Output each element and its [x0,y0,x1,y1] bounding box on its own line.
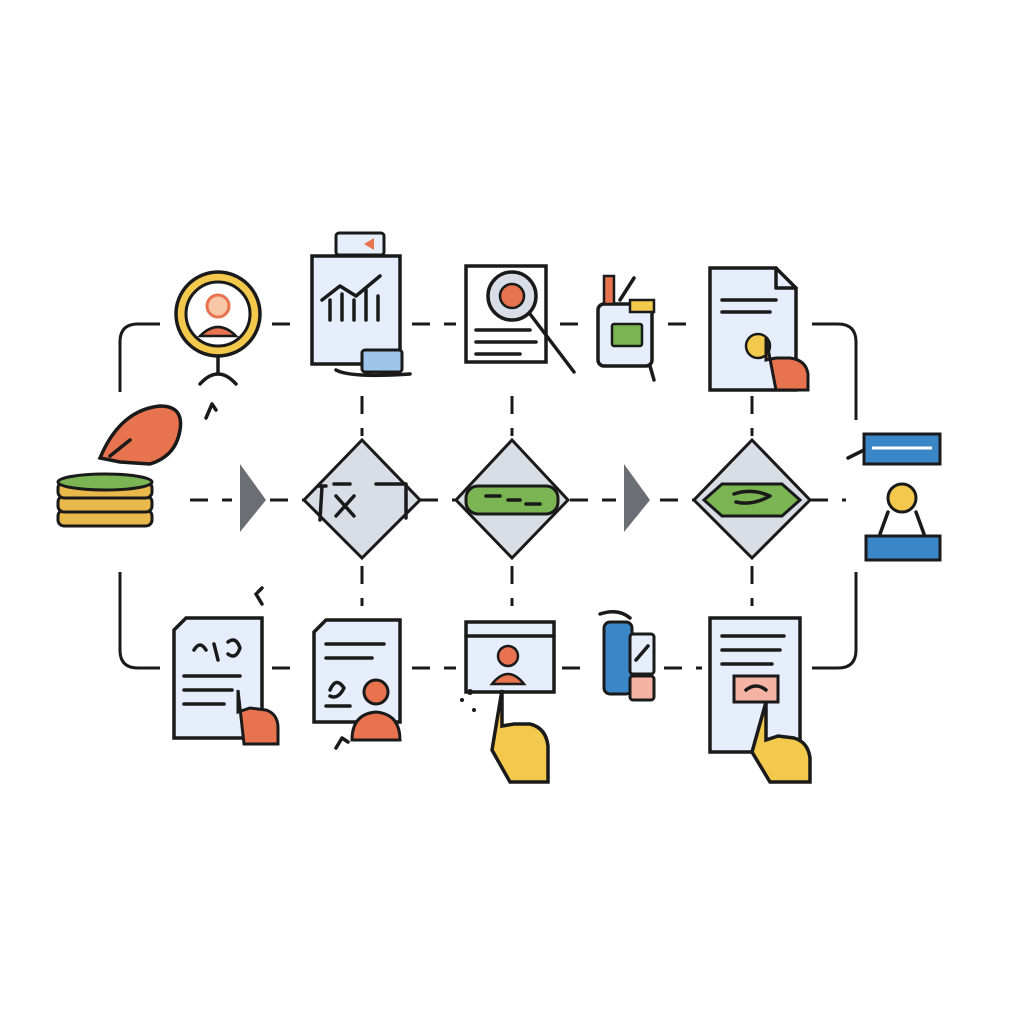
arrow-right-icon [240,464,266,532]
wallet-tools-icon [596,274,656,382]
screen-tap-icon [460,620,556,784]
arrow-right-icon [624,464,650,532]
connector-left-bottom [118,572,160,670]
profile-document-icon [312,618,402,750]
connectors [118,322,858,670]
connector-right-top [812,322,858,420]
connector-right-bottom [812,572,858,670]
document-touch-icon [708,266,810,392]
decision-diamond-icon [453,437,571,561]
decision-diamond-icon [301,437,423,561]
search-document-icon [464,264,576,374]
trophy-stand-icon [846,432,942,562]
form-touch-icon [172,586,280,746]
mobile-devices-icon [598,610,656,702]
coin-stack-hand-icon [56,404,183,528]
report-chart-icon [310,231,412,378]
connector-left-top [118,322,160,392]
profile-badge-icon [174,270,262,420]
decision-diamond-icon [691,437,813,561]
document-tap-icon [708,616,812,784]
